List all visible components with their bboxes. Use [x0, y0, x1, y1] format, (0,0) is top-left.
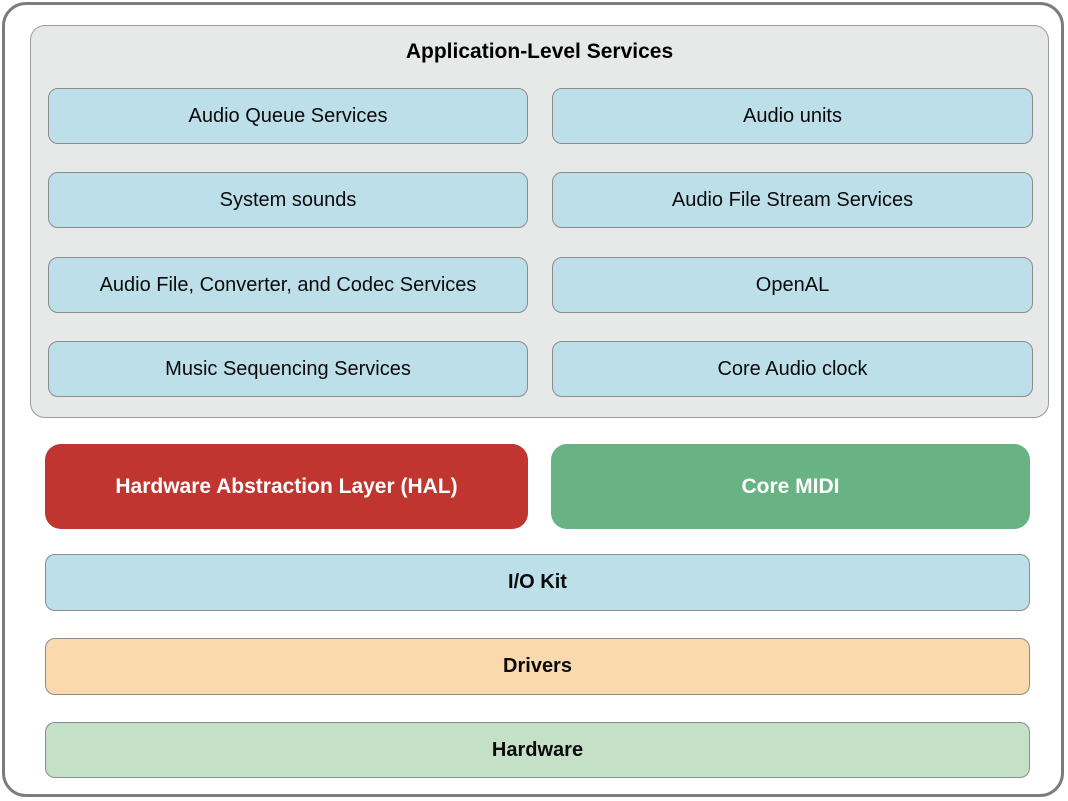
service-box-system-sounds: System sounds — [48, 172, 528, 228]
application-level-services-title: Application-Level Services — [405, 40, 674, 63]
service-box-audio-units: Audio units — [552, 88, 1033, 144]
core-midi-box: Core MIDI — [551, 444, 1030, 529]
io-kit-layer: I/O Kit — [45, 554, 1030, 611]
application-level-services-panel: Application-Level Services Audio Queue S… — [30, 25, 1049, 418]
service-box-audio-file-converter-codec-services: Audio File, Converter, and Codec Service… — [48, 257, 528, 313]
hardware-layer: Hardware — [45, 722, 1030, 778]
drivers-layer: Drivers — [45, 638, 1030, 695]
service-box-audio-file-stream-services: Audio File Stream Services — [552, 172, 1033, 228]
service-box-audio-queue-services: Audio Queue Services — [48, 88, 528, 144]
service-box-music-sequencing-services: Music Sequencing Services — [48, 341, 528, 397]
service-box-openal: OpenAL — [552, 257, 1033, 313]
hardware-abstraction-layer-box: Hardware Abstraction Layer (HAL) — [45, 444, 528, 529]
service-box-core-audio-clock: Core Audio clock — [552, 341, 1033, 397]
